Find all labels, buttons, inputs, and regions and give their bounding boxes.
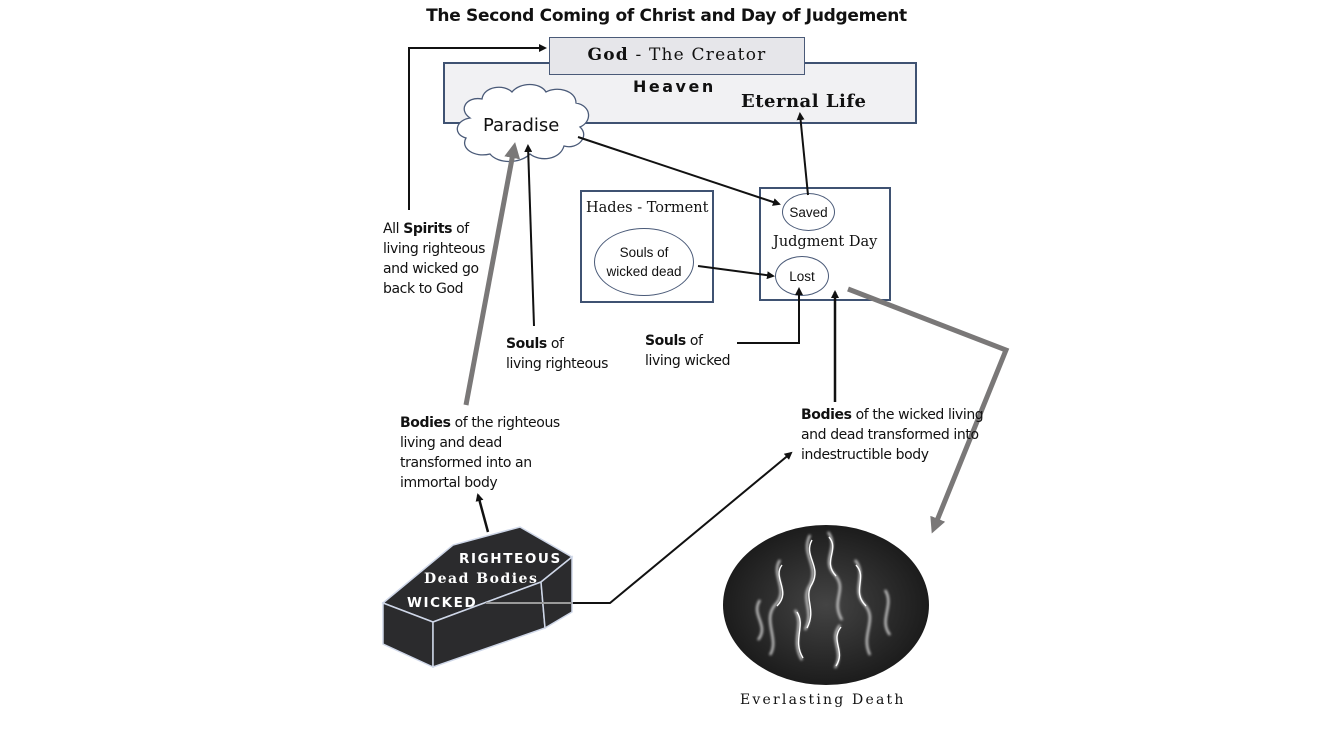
fire-icon (723, 525, 929, 685)
souls-righteous-line2: living righteous (506, 356, 609, 372)
saved-label: Saved (789, 204, 828, 220)
souls-righteous-post: of (546, 336, 564, 352)
bodies-righteous-note: Bodies of the righteous living and dead … (400, 413, 580, 493)
souls-wicked-post: of (685, 333, 703, 349)
souls-wicked-bold: Souls (645, 333, 686, 349)
saved-ellipse: Saved (782, 193, 835, 231)
bodies-righteous-gray-arrow (463, 142, 521, 406)
souls-wicked-dead-line1: Souls of (619, 245, 669, 260)
bodies-righteous-bold: Bodies (400, 415, 451, 431)
diagram-title: The Second Coming of Christ and Day of J… (426, 6, 907, 26)
spirits-pre: All (383, 221, 404, 237)
spirits-bold: Spirits (403, 221, 453, 237)
hades-label: Hades - Torment (586, 200, 709, 216)
bodies-righteous-post: of the righteous living and dead transfo… (400, 415, 560, 491)
coffin-dead-bodies-label: Dead Bodies (424, 571, 539, 587)
paradise-to-saved-arrow (577, 136, 781, 206)
god-box: God - The Creator (549, 37, 805, 75)
paradise-cloud (456, 83, 590, 163)
wicked-dead-to-lost-arrow (697, 265, 775, 280)
souls-wicked-line2: living wicked (645, 353, 731, 369)
lost-label: Lost (789, 268, 815, 284)
souls-wicked-note: Souls of living wicked (645, 331, 731, 371)
judgment-day-label: Judgment Day (773, 234, 878, 250)
bodies-wicked-bold: Bodies (801, 407, 852, 423)
everlasting-death-label: Everlasting Death (740, 692, 906, 708)
coffin-wicked-label: WICKED (407, 595, 478, 611)
spirits-post: of living righteous and wicked go back t… (383, 221, 486, 297)
saved-to-eternal-arrow (796, 112, 809, 196)
bodies-wicked-post: of the wicked living and dead transforme… (801, 407, 984, 463)
bodies-wicked-note: Bodies of the wicked living and dead tra… (801, 405, 991, 465)
souls-righteous-bold: Souls (506, 336, 547, 352)
paradise-label: Paradise (483, 115, 560, 136)
souls-righteous-arrow (524, 144, 535, 327)
lost-to-death-gray-arrow (847, 286, 1010, 534)
creator-label: - The Creator (628, 45, 767, 65)
spirits-to-god-arrow (408, 44, 547, 210)
coffin-to-bodies-righteous-arrow (475, 493, 490, 533)
heaven-label: Heaven (633, 77, 716, 96)
souls-wicked-to-lost-arrow (737, 287, 803, 344)
souls-righteous-note: Souls of living righteous (506, 334, 608, 374)
coffin-righteous-label: RIGHTEOUS (459, 551, 562, 567)
spirits-note: All Spirits of living righteous and wick… (383, 219, 503, 299)
souls-wicked-dead-ellipse: Souls of wicked dead (594, 228, 694, 296)
god-label: God (587, 45, 629, 65)
eternal-life-label: Eternal Life (741, 91, 867, 112)
souls-wicked-dead-line2: wicked dead (606, 264, 682, 279)
